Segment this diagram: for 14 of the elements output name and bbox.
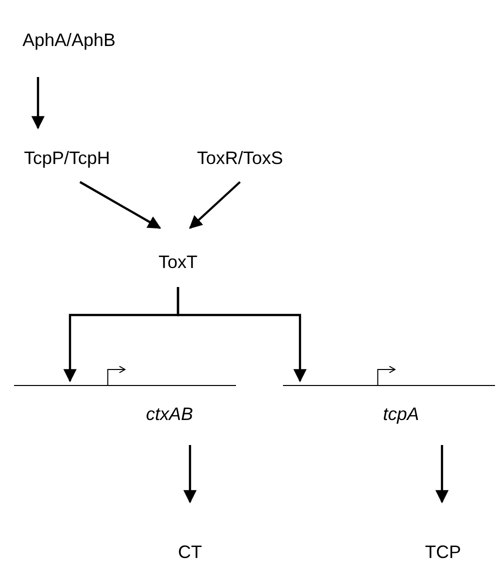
protein-name: ToxT [158,252,198,272]
protein-name: AphA/AphB [22,30,116,50]
arrow [189,181,241,229]
protein-name: ToxR/ToxS [196,148,284,168]
arrow [31,77,45,130]
protein-name: CT [178,542,202,562]
gene-name: tcpA [383,403,420,426]
protein-name: TcpP/TcpH [24,148,110,168]
protein-name: TCP [425,542,461,562]
arrow [183,445,197,504]
arrow [176,287,307,382]
arrow [435,445,449,504]
arrow [79,181,162,229]
gene-name: ctxAB [146,403,194,426]
